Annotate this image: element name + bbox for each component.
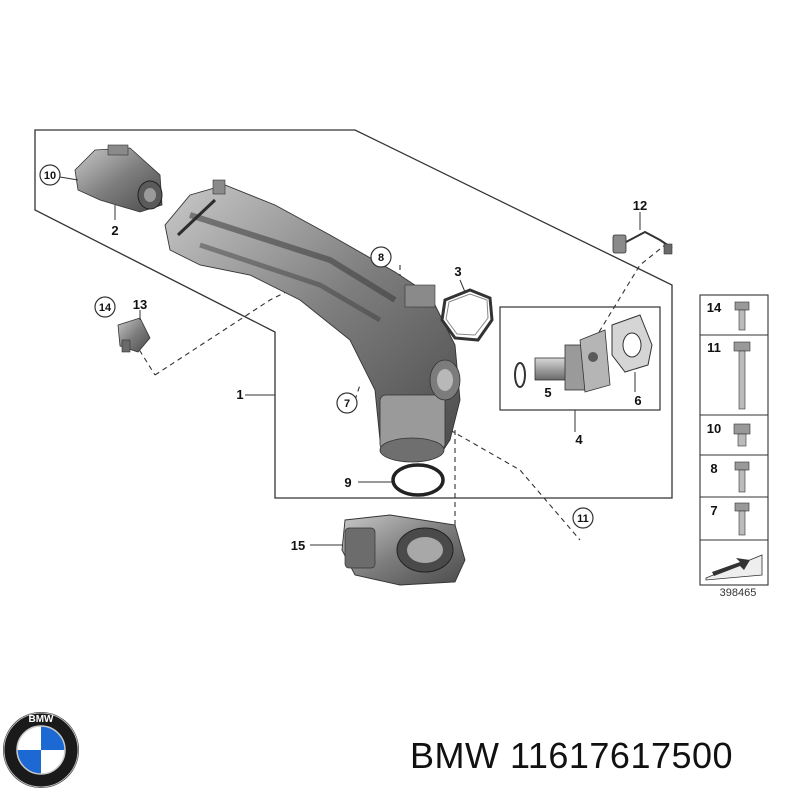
callout-9: 9: [344, 475, 351, 490]
callout-2: 2: [111, 223, 118, 238]
hardware-panel: 14 11 10 8 7: [699, 294, 769, 586]
bolt-10-icon: [733, 423, 751, 447]
sheet-arrow-icon: [705, 554, 763, 581]
callout-5: 5: [544, 385, 551, 400]
bolt-7-icon: [734, 502, 750, 536]
callout-8: 8: [378, 252, 384, 264]
bolt-11-icon: [733, 341, 751, 410]
callout-13: 13: [133, 297, 147, 312]
part-9-o-ring: [358, 463, 445, 497]
part-13-sensor: [117, 310, 151, 353]
bmw-logo-lettering: BMW: [29, 714, 55, 725]
callout-15: 15: [291, 538, 305, 553]
part-1-intake-manifold: [164, 179, 461, 463]
hardware-row-8: 8: [710, 461, 717, 476]
callout-11: 11: [577, 513, 589, 525]
part-2-actuator: [74, 144, 163, 220]
bolt-14-icon: [734, 301, 750, 331]
callout-4: 4: [575, 432, 583, 447]
subassembly-frame-4: [499, 306, 661, 411]
diagram-reference-number: 398465: [720, 587, 757, 599]
callout-7: 7: [344, 398, 350, 410]
hardware-row-14: 14: [707, 300, 722, 315]
part-6-gasket-plate: [611, 314, 653, 392]
hardware-row-11: 11: [707, 340, 721, 355]
callout-12: 12: [633, 198, 647, 213]
hardware-row-10: 10: [707, 421, 721, 436]
part-12-sensor: [612, 212, 673, 255]
callout-circles: [39, 164, 594, 529]
part-3-gasket: [440, 279, 494, 342]
callout-14: 14: [99, 302, 112, 314]
brand-name: BMW: [410, 735, 500, 776]
part-number: 11617617500: [510, 735, 734, 776]
hardware-row-7: 7: [710, 503, 717, 518]
callout-1: 1: [236, 387, 243, 402]
bmw-logo: BMW: [3, 712, 79, 788]
part-15-throttle-body: [310, 514, 466, 586]
callout-6: 6: [634, 393, 641, 408]
part-4-valve-assembly: [534, 329, 611, 432]
callout-10: 10: [44, 170, 56, 182]
bolt-8-icon: [734, 461, 750, 493]
part-caption: BMW 11617617500: [410, 735, 733, 777]
part-5-seal: [514, 362, 526, 388]
callout-3: 3: [454, 264, 461, 279]
group-frame-outline: [34, 129, 673, 499]
